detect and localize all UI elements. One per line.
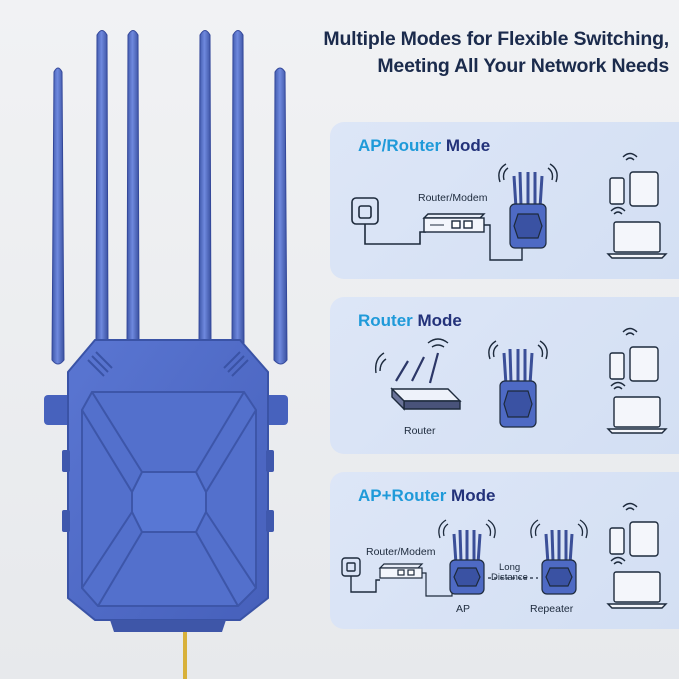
router-icon bbox=[374, 338, 462, 411]
router-label: Router bbox=[404, 425, 436, 437]
headline-line-2: Meeting All Your Network Needs bbox=[377, 55, 669, 77]
ap-plus-router-diagram bbox=[341, 502, 668, 609]
panel-title-accent: AP+Router bbox=[358, 486, 447, 505]
repeater-extender-icon bbox=[530, 519, 588, 595]
panel-title: AP+Router Mode bbox=[358, 486, 495, 506]
panel-title: Router Mode bbox=[358, 311, 462, 331]
wall-outlet-icon bbox=[341, 557, 380, 593]
long-distance-label-line-2: Distance bbox=[491, 572, 528, 583]
router-mode-panel: Router Mode Router bbox=[330, 297, 679, 454]
client-devices-icon bbox=[606, 502, 668, 609]
wall-outlet-icon bbox=[351, 197, 426, 245]
client-devices-icon bbox=[606, 152, 668, 259]
headline-line-1: Multiple Modes for Flexible Switching, bbox=[323, 28, 669, 50]
panel-title-mode: Mode bbox=[412, 311, 462, 330]
ap-label: AP bbox=[456, 603, 471, 615]
ap-router-diagram bbox=[351, 152, 668, 261]
router-modem-label: Router/Modem bbox=[366, 546, 436, 558]
panel-title-accent: Router bbox=[358, 311, 413, 330]
wifi-extender-illustration bbox=[44, 30, 288, 679]
extender-icon bbox=[498, 163, 558, 249]
headline: Multiple Modes for Flexible Switching, M… bbox=[289, 26, 669, 80]
ethernet-cable bbox=[183, 615, 187, 679]
router-mode-diagram bbox=[374, 327, 668, 434]
modem-icon bbox=[422, 213, 523, 261]
panel-title-mode: Mode bbox=[446, 486, 496, 505]
panel-title-mode: Mode bbox=[441, 136, 491, 155]
panel-title-accent: AP/Router bbox=[358, 136, 442, 155]
router-modem-label: Router/Modem bbox=[418, 192, 488, 204]
ap-router-mode-panel: AP/Router Mode bbox=[330, 122, 679, 279]
repeater-label: Repeater bbox=[530, 603, 574, 615]
ap-plus-router-mode-panel: AP+Router Mode bbox=[330, 472, 679, 629]
antennas bbox=[51, 30, 288, 365]
modem-icon bbox=[378, 563, 453, 597]
panel-title: AP/Router Mode bbox=[358, 136, 490, 156]
ap-extender-icon bbox=[438, 519, 496, 595]
client-devices-icon bbox=[606, 327, 668, 434]
long-distance-label-line-1: Long bbox=[499, 562, 521, 573]
extender-icon bbox=[488, 340, 548, 428]
